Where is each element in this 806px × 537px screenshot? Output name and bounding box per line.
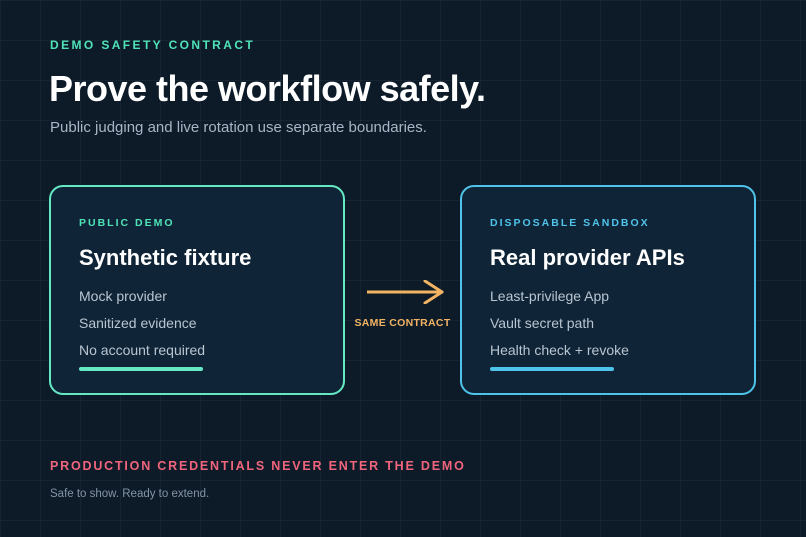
card-tag: PUBLIC DEMO — [79, 217, 175, 229]
list-item: No account required — [79, 342, 206, 358]
card-item-list: Mock provider Sanitized evidence No acco… — [79, 283, 315, 364]
card-accent-bar — [79, 367, 203, 371]
card-title: Synthetic fixture — [79, 245, 252, 270]
page-subtitle: Public judging and live rotation use sep… — [50, 119, 427, 136]
card-accent-bar — [490, 367, 614, 371]
warning-banner: PRODUCTION CREDENTIALS NEVER ENTER THE D… — [50, 459, 466, 473]
arrow-right-icon — [367, 280, 444, 304]
disposable-sandbox-card: DISPOSABLE SANDBOX Real provider APIs Le… — [460, 185, 756, 395]
contract-connector: SAME CONTRACT — [345, 274, 460, 344]
eyebrow-label: DEMO SAFETY CONTRACT — [50, 38, 256, 52]
list-item: Health check + revoke — [490, 342, 629, 358]
card-tag: DISPOSABLE SANDBOX — [490, 217, 650, 229]
footer-note: Safe to show. Ready to extend. — [50, 488, 210, 500]
list-item: Sanitized evidence — [79, 315, 197, 331]
list-item: Mock provider — [79, 288, 167, 304]
connector-label: SAME CONTRACT — [354, 317, 451, 329]
card-item-list: Least-privilege App Vault secret path He… — [490, 283, 726, 364]
list-item: Least-privilege App — [490, 288, 610, 304]
page-title: Prove the workflow safely. — [49, 68, 486, 109]
public-demo-card: PUBLIC DEMO Synthetic fixture Mock provi… — [49, 185, 345, 395]
card-title: Real provider APIs — [490, 245, 685, 270]
list-item: Vault secret path — [490, 315, 595, 331]
